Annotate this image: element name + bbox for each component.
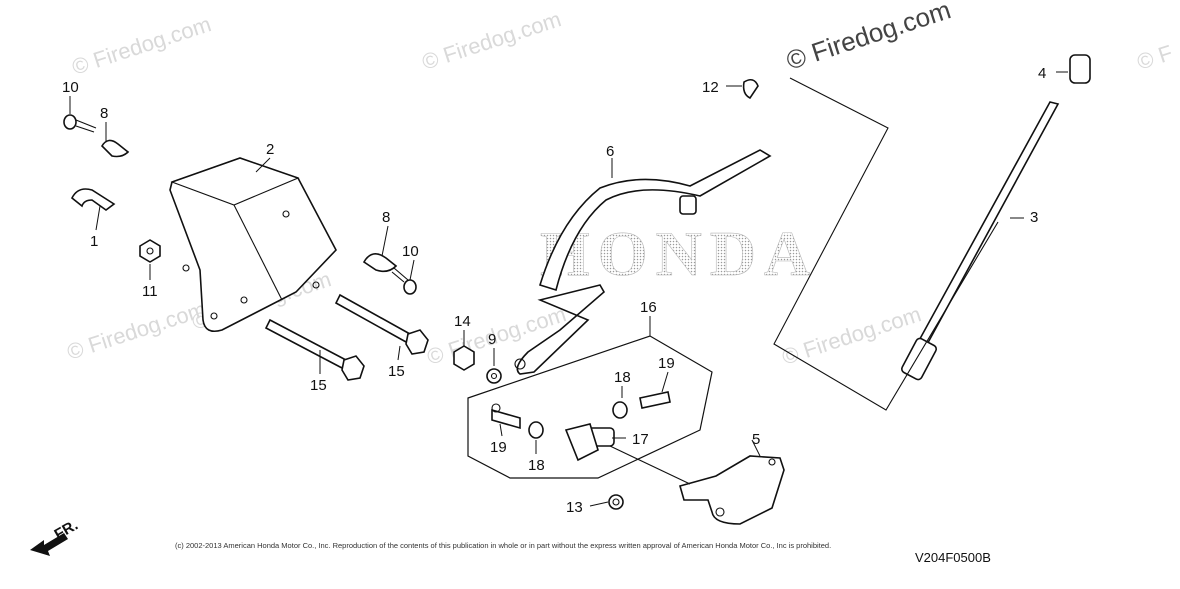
- label-16: 16: [640, 299, 657, 316]
- label-8-left: 8: [100, 105, 108, 122]
- part-3-rod: [773, 77, 1060, 411]
- label-18-left: 18: [528, 457, 545, 474]
- label-18-right: 18: [614, 369, 631, 386]
- label-12: 12: [702, 79, 719, 96]
- part-18-washer-left: [528, 421, 544, 439]
- part-8-clip-left: [100, 139, 130, 158]
- label-6: 6: [606, 143, 614, 160]
- label-1: 1: [90, 233, 98, 250]
- part-15-bolt-left: [264, 318, 365, 381]
- label-17: 17: [632, 431, 649, 448]
- part-11-nut: [139, 239, 161, 263]
- label-2: 2: [266, 141, 274, 158]
- part-4-cap: [1069, 54, 1091, 84]
- label-13: 13: [566, 499, 583, 516]
- watermark-text: © Firedog.com: [783, 0, 955, 76]
- label-3: 3: [1030, 209, 1038, 226]
- part-12-pin: [742, 78, 759, 100]
- part-13-clip: [608, 494, 624, 510]
- label-5: 5: [752, 431, 760, 448]
- part-19-fitting-left: [491, 403, 521, 430]
- part-17-bushing: [564, 423, 615, 462]
- part-5-bracket: [609, 445, 785, 525]
- front-direction-indicator: FR.: [30, 517, 81, 556]
- label-15-right: 15: [388, 363, 405, 380]
- watermark-text: © Firedog.com: [419, 6, 564, 74]
- label-19-left: 19: [490, 439, 507, 456]
- part-9-washer: [486, 368, 502, 384]
- label-19-right: 19: [658, 355, 675, 372]
- part-19-fitting-right: [639, 391, 671, 409]
- part-18-washer-right: [612, 401, 628, 419]
- part-15-bolt-right: [334, 293, 429, 355]
- part-16-kit-frame: [467, 335, 713, 479]
- diagram-code: V204F0500B: [915, 550, 991, 565]
- part-labels: 10 8 2 1 11 8 10 15 15 14 9 16 19 18 19 …: [62, 65, 1046, 516]
- label-10-left: 10: [62, 79, 79, 96]
- label-14: 14: [454, 313, 471, 330]
- part-10-screw-left: [63, 114, 97, 133]
- label-11: 11: [142, 283, 158, 300]
- label-9: 9: [488, 331, 496, 348]
- watermark-text: © Firedog.com: [64, 296, 209, 364]
- part-14-bolt: [453, 345, 475, 371]
- front-arrow-icon: [30, 533, 68, 556]
- part-6-lever-arm: [514, 149, 772, 375]
- label-10-right: 10: [402, 243, 419, 260]
- watermark-text: © Firedog.com: [69, 11, 214, 79]
- leader-lines: [69, 71, 1068, 507]
- part-8-clip-right: [362, 253, 398, 273]
- label-4: 4: [1038, 65, 1046, 82]
- label-8-right: 8: [382, 209, 390, 226]
- part-2-cover: [169, 157, 337, 333]
- honda-watermark: HONDA: [540, 218, 818, 289]
- watermark-text: © F: [1134, 40, 1176, 75]
- part-1-clamp: [70, 188, 116, 211]
- label-15-left: 15: [310, 377, 327, 394]
- copyright-notice: (c) 2002-2013 American Honda Motor Co., …: [175, 541, 831, 550]
- part-10-screw-right: [391, 267, 417, 295]
